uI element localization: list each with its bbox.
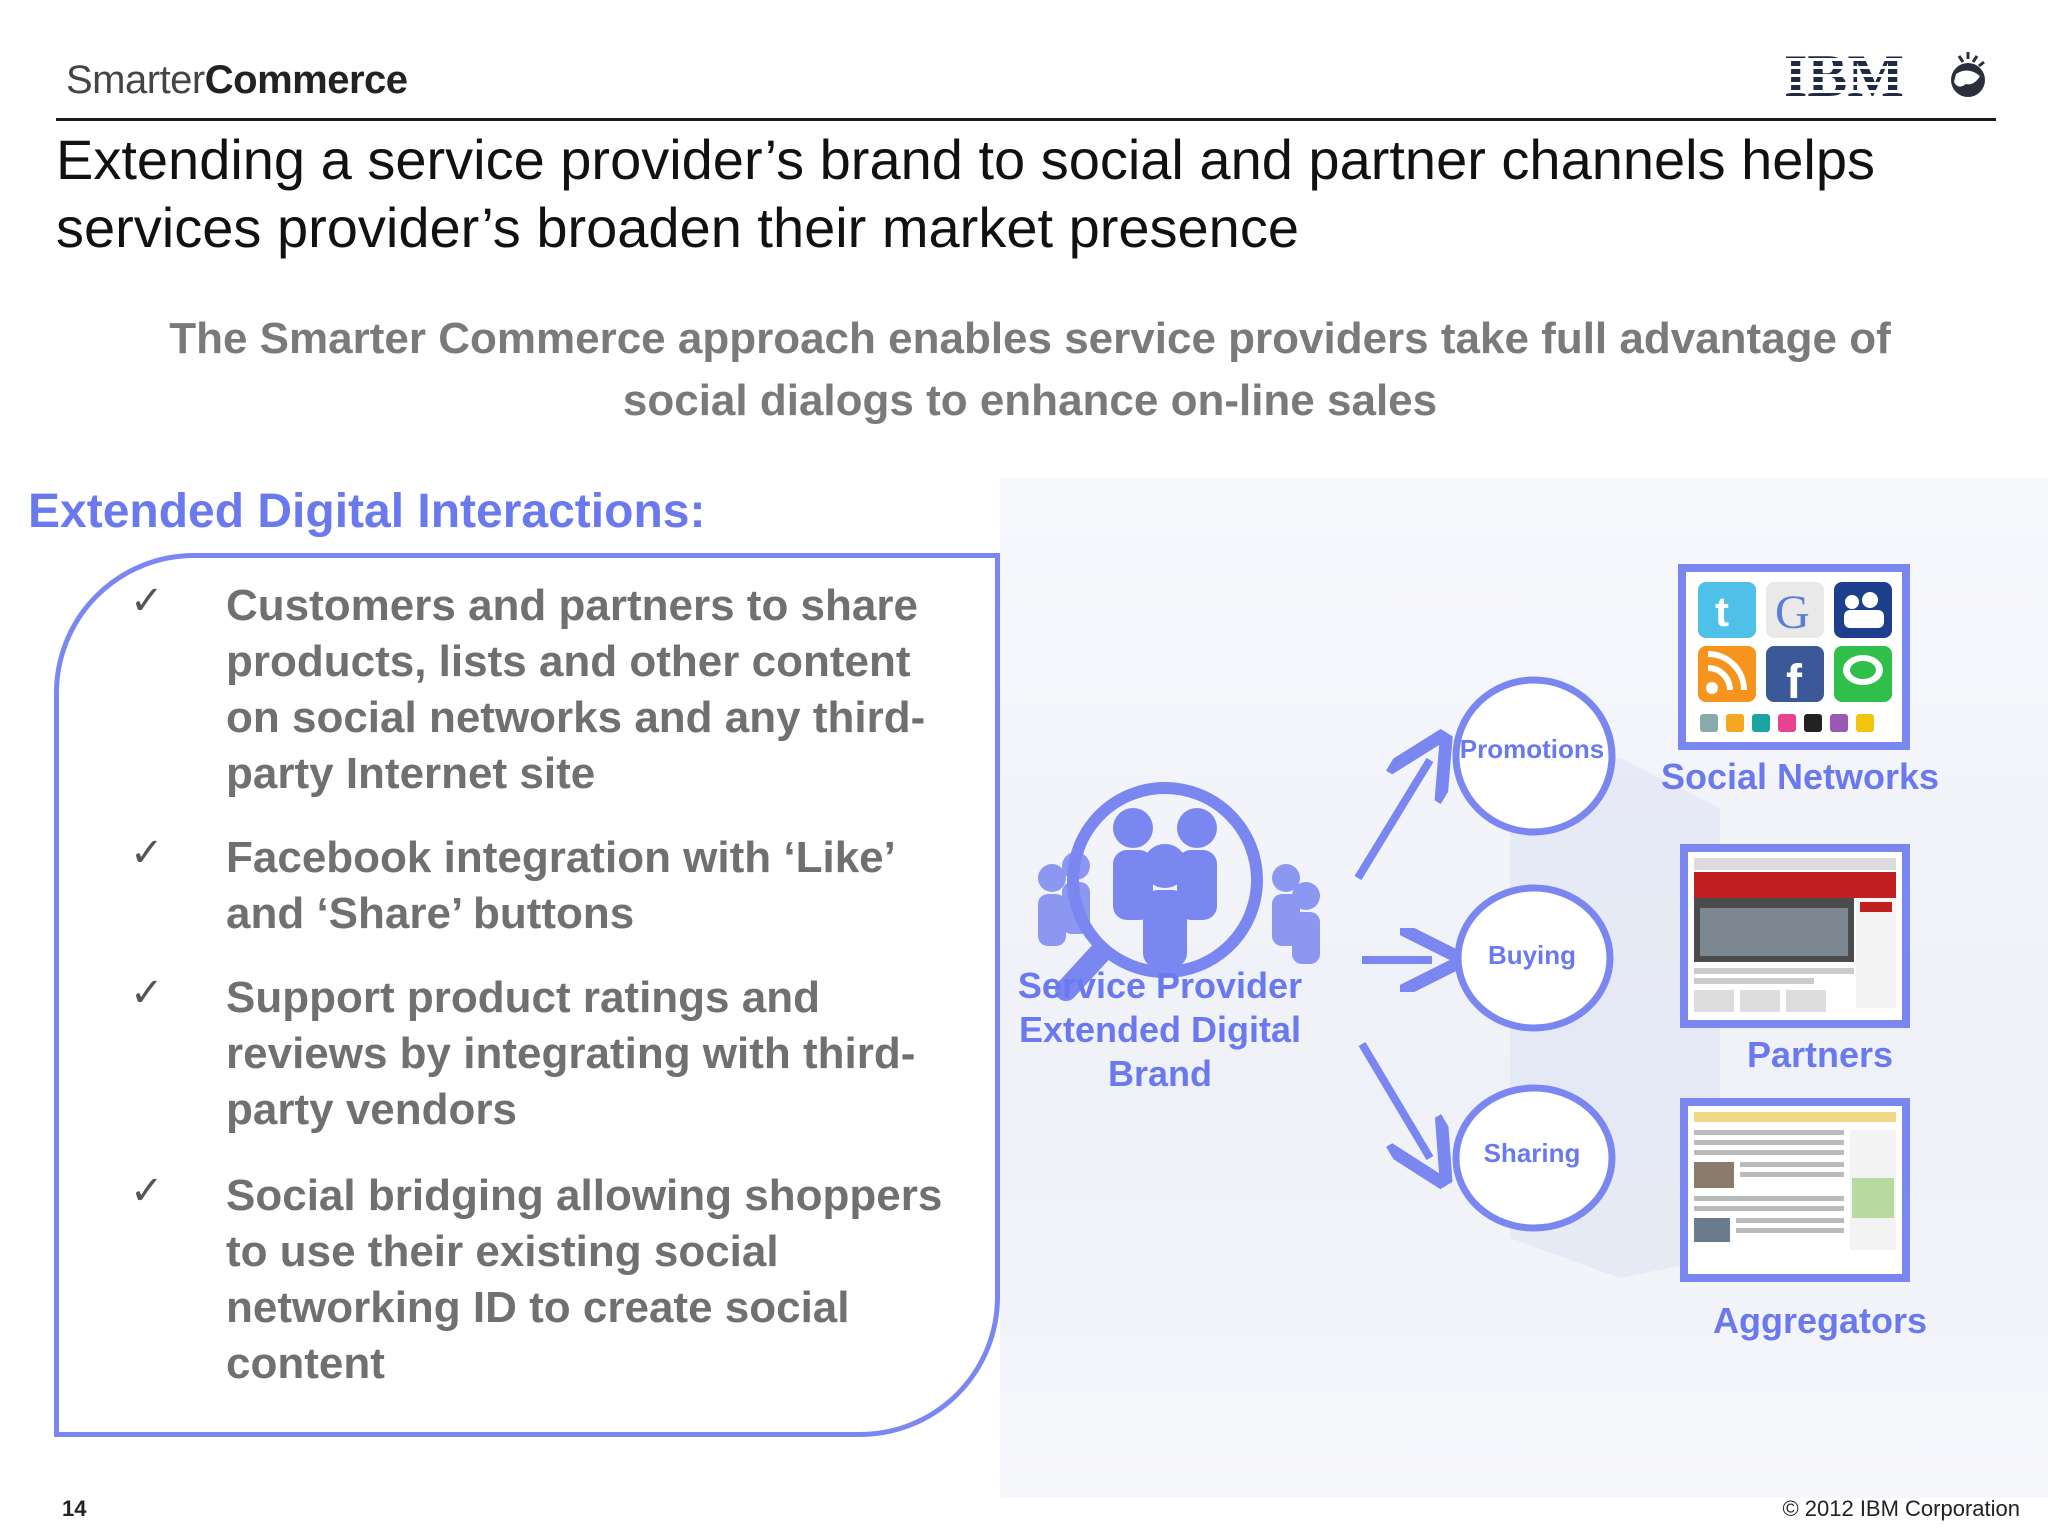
subtitle-line-1: The Smarter Commerce approach enables se… [169,314,1891,363]
ibm-logo-icon: IBM [1784,44,1985,109]
aggregator-website-thumbnail [1680,1098,1910,1282]
check-icon: ✓ [130,1168,164,1214]
subtitle-line-2: social dialogs to enhance on-line sales [622,376,1438,425]
digital-interactions-diagram: t G f [1038,564,1910,1282]
brand-caption-line-1: Service Provider [1017,965,1303,1006]
check-icon: ✓ [130,578,164,624]
section-heading: Extended Digital Interactions: [28,485,706,538]
twitter-icon [1698,582,1756,638]
bullet-text: Support product ratings and reviews by i… [226,973,916,1134]
google-icon [1766,582,1824,638]
header-divider [56,118,1996,121]
bullet-text: Social bridging allowing shoppers to use… [226,1171,943,1388]
small-social-icons-row [1700,714,1874,732]
bullet-text: Facebook integration with ‘Like’ and ‘Sh… [226,833,894,938]
smarter-commerce-logo: SmarterCommerce [66,58,408,102]
promotions-circle [1452,676,1616,836]
check-icon: ✓ [130,970,164,1016]
bullet-text: Customers and partners to share products… [226,581,926,798]
facebook-icon [1766,646,1824,702]
arrow-to-sharing [1358,1041,1430,1158]
slide-subtitle: The Smarter Commerce approach enables se… [120,308,1940,432]
svg-text:G: G [1775,586,1810,639]
partner-website-thumbnail [1680,844,1910,1028]
people-group-icon [1038,782,1320,1001]
svg-text:t: t [1715,588,1729,635]
social-media-icons-grid: t G f [1678,564,1910,750]
brand-caption-line-2: Extended Digital [1018,1009,1302,1050]
svg-text:f: f [1786,656,1803,709]
bullet-panel [54,553,1000,1437]
check-icon: ✓ [130,830,164,876]
buying-circle [1454,884,1614,1032]
arrow-to-promotions [1354,760,1430,881]
social-networks-label: Social Networks [1660,756,1940,797]
service-provider-brand-caption: Service Provider Extended Digital Brand [1010,964,1310,1096]
partners-label: Partners [1746,1034,1894,1075]
sharing-circle [1452,1084,1616,1232]
slide-title: Extending a service provider’s brand to … [56,128,1876,259]
promotions-label: Promotions [1459,734,1605,764]
brand-caption-line-3: Brand [1107,1053,1212,1094]
globe-icon [1951,52,1985,97]
page-number: 14 [62,1496,87,1521]
copyright-notice: © 2012 IBM Corporation [1782,1496,2020,1521]
aggregators-label: Aggregators [1712,1300,1928,1341]
buying-label: Buying [1487,940,1577,970]
sharing-label: Sharing [1483,1138,1581,1168]
